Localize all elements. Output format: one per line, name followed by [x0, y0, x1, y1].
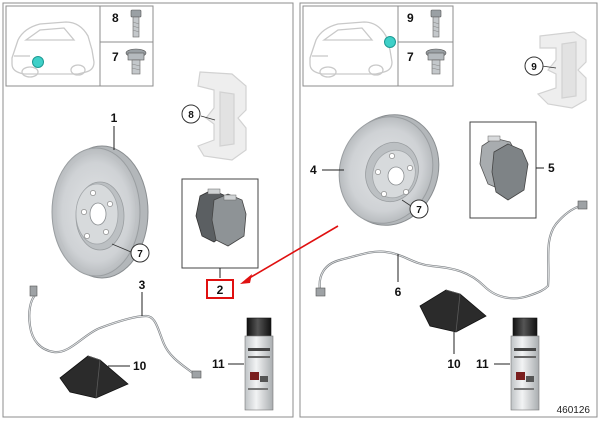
left-thumbnail: 8 7	[5, 5, 154, 87]
diagram-code: 460126	[557, 405, 591, 416]
left-brake-cleaner-spray	[244, 317, 274, 411]
right-cleaning-cloth	[419, 289, 487, 333]
left-panel-frame	[2, 2, 294, 418]
thumb-part-7: 7	[407, 50, 414, 64]
car-outline-icon	[11, 21, 95, 78]
callout-7-right-disc: 7	[401, 199, 429, 219]
callout-9: 9	[524, 56, 557, 76]
svg-text:5: 5	[548, 161, 555, 175]
right-panel-frame	[299, 2, 598, 418]
callout-11-right: 11	[476, 357, 510, 371]
right-thumbnail: 9 7	[302, 5, 454, 87]
svg-text:11: 11	[212, 357, 225, 371]
left-caliper-carrier-ghost	[197, 71, 247, 161]
thumb-part-8: 8	[112, 11, 119, 25]
right-panel: 9 7 9	[299, 2, 598, 418]
car-outline-icon	[309, 21, 393, 78]
wheel-position-marker-icon	[32, 56, 44, 68]
wheel-position-marker-icon	[384, 36, 396, 48]
right-wear-sensor	[315, 200, 588, 300]
callout-8-left: 8	[181, 104, 216, 124]
right-caliper-carrier-ghost	[536, 31, 587, 109]
callout-5: 5	[536, 161, 555, 175]
svg-text:6: 6	[395, 285, 402, 299]
callout-1: 1	[111, 111, 118, 150]
thumb-part-7: 7	[112, 50, 119, 64]
thumb-part-9: 9	[407, 11, 414, 25]
left-brake-disc	[51, 145, 149, 279]
svg-text:2: 2	[217, 283, 224, 297]
bolt-7-icon	[425, 48, 447, 75]
left-wear-sensor	[28, 285, 202, 379]
svg-text:1: 1	[111, 111, 118, 125]
callout-6: 6	[395, 254, 402, 299]
callout-4: 4	[310, 163, 344, 177]
bolt-8-icon	[130, 9, 142, 38]
right-brake-pads	[469, 121, 537, 219]
callout-7-left-disc: 7	[111, 243, 150, 263]
bolt-7-icon	[125, 48, 147, 75]
callout-10-left: 10	[108, 359, 147, 373]
svg-text:7: 7	[137, 249, 143, 260]
left-panel: 8 7	[2, 2, 294, 418]
svg-text:3: 3	[139, 278, 146, 292]
svg-text:10: 10	[133, 359, 147, 373]
right-brake-cleaner-spray	[510, 317, 540, 411]
right-brake-disc	[338, 114, 440, 226]
callout-11-left: 11	[212, 357, 244, 371]
svg-text:4: 4	[310, 163, 317, 177]
callout-10-right: 10	[447, 332, 461, 371]
callout-3: 3	[139, 278, 146, 316]
callout-2-highlighted[interactable]: 2	[206, 279, 234, 299]
svg-text:11: 11	[476, 357, 489, 371]
left-cleaning-cloth	[59, 355, 129, 399]
svg-text:7: 7	[416, 205, 422, 216]
svg-text:9: 9	[531, 62, 537, 73]
highlight-arrow	[240, 225, 339, 284]
svg-text:10: 10	[447, 357, 461, 371]
svg-text:8: 8	[188, 110, 194, 121]
bolt-9-icon	[430, 9, 442, 38]
left-brake-pads	[181, 178, 259, 269]
